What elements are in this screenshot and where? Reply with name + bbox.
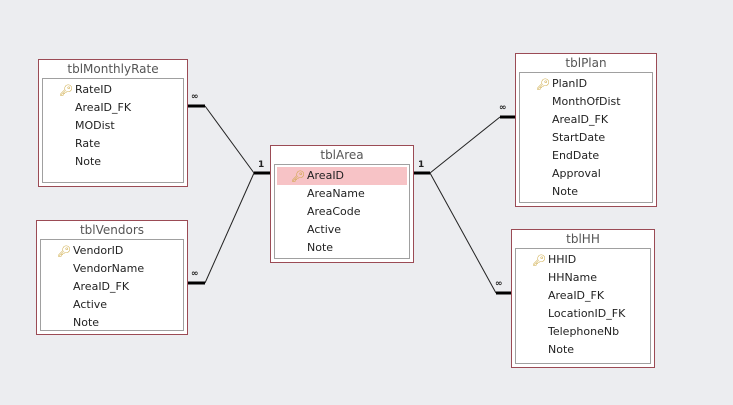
many-label: ∞ — [191, 92, 199, 102]
field-row[interactable]: 🔑︎RateID — [43, 81, 183, 99]
field-row[interactable]: 🔑︎HHID — [516, 251, 650, 269]
field-row[interactable]: HHName — [516, 269, 650, 287]
field-name: Approval — [552, 167, 601, 180]
field-row[interactable]: AreaID_FK — [43, 99, 183, 117]
field-name: Note — [548, 343, 575, 356]
field-row[interactable]: EndDate — [520, 147, 652, 165]
table-title[interactable]: tblArea — [320, 148, 364, 162]
key-icon: 🔑︎ — [536, 78, 550, 91]
field-name: Active — [307, 223, 342, 236]
field-row[interactable]: Note — [41, 314, 183, 332]
many-label: ∞ — [495, 279, 503, 289]
field-name: AreaID_FK — [548, 289, 605, 302]
one-label: 1 — [258, 160, 265, 170]
field-name: StartDate — [552, 131, 606, 144]
key-icon: 🔑︎ — [532, 254, 546, 267]
field-name: Active — [73, 298, 108, 311]
field-name: AreaName — [307, 187, 365, 200]
key-icon: 🔑︎ — [59, 84, 73, 97]
field-row[interactable]: Note — [520, 183, 652, 201]
field-row[interactable]: AreaID_FK — [520, 111, 652, 129]
field-name: EndDate — [552, 149, 600, 162]
field-row[interactable]: Rate — [43, 135, 183, 153]
rel-line-area-plan — [429, 116, 501, 174]
field-row[interactable]: Approval — [520, 165, 652, 183]
field-row[interactable]: AreaID_FK — [516, 287, 650, 305]
many-label: ∞ — [499, 103, 507, 113]
field-row[interactable]: Note — [275, 239, 409, 257]
field-name: HHName — [548, 271, 597, 284]
one-label: 1 — [418, 160, 425, 170]
field-name: VendorID — [73, 244, 124, 257]
field-name: Rate — [75, 137, 101, 150]
field-name: Note — [75, 155, 102, 168]
field-row[interactable]: StartDate — [520, 129, 652, 147]
field-name: LocationID_FK — [548, 307, 626, 320]
rel-line-vendors-area — [204, 172, 255, 284]
field-row[interactable]: AreaID_FK — [41, 278, 183, 296]
field-row[interactable]: VendorName — [41, 260, 183, 278]
table-title[interactable]: tblVendors — [79, 223, 145, 237]
many-label: ∞ — [191, 269, 199, 279]
field-name: RateID — [75, 83, 112, 96]
rel-line-area-hh — [429, 172, 497, 294]
field-name: HHID — [548, 253, 577, 266]
key-icon: 🔑︎ — [291, 170, 305, 183]
field-name: TelephoneNb — [548, 325, 620, 338]
field-row[interactable]: 🔑︎AreaID — [277, 167, 407, 185]
field-name: AreaID_FK — [75, 101, 132, 114]
field-name: Note — [73, 316, 100, 329]
field-name: VendorName — [73, 262, 145, 275]
table-title[interactable]: tblPlan — [565, 56, 607, 70]
field-name: Note — [307, 241, 334, 254]
field-row[interactable]: LocationID_FK — [516, 305, 650, 323]
field-row[interactable]: 🔑︎VendorID — [41, 242, 183, 260]
field-row[interactable]: Note — [516, 341, 650, 359]
field-name: AreaID_FK — [552, 113, 609, 126]
field-row[interactable]: AreaCode — [275, 203, 409, 221]
field-row[interactable]: Active — [41, 296, 183, 314]
rel-line-monthly-area — [204, 105, 255, 174]
field-row[interactable]: 🔑︎PlanID — [520, 75, 652, 93]
field-name: Note — [552, 185, 579, 198]
key-icon: 🔑︎ — [57, 245, 71, 258]
field-name: AreaCode — [307, 205, 361, 218]
field-name: AreaID_FK — [73, 280, 130, 293]
field-row[interactable]: MODist — [43, 117, 183, 135]
table-title[interactable]: tblMonthlyRate — [67, 62, 159, 76]
field-name: AreaID — [307, 169, 345, 182]
field-row[interactable]: TelephoneNb — [516, 323, 650, 341]
field-name: MODist — [75, 119, 115, 132]
field-name: MonthOfDist — [552, 95, 621, 108]
field-row[interactable]: Note — [43, 153, 183, 171]
field-row[interactable]: AreaName — [275, 185, 409, 203]
field-row[interactable]: MonthOfDist — [520, 93, 652, 111]
field-name: PlanID — [552, 77, 588, 90]
field-row[interactable]: Active — [275, 221, 409, 239]
table-title[interactable]: tblHH — [566, 232, 600, 246]
